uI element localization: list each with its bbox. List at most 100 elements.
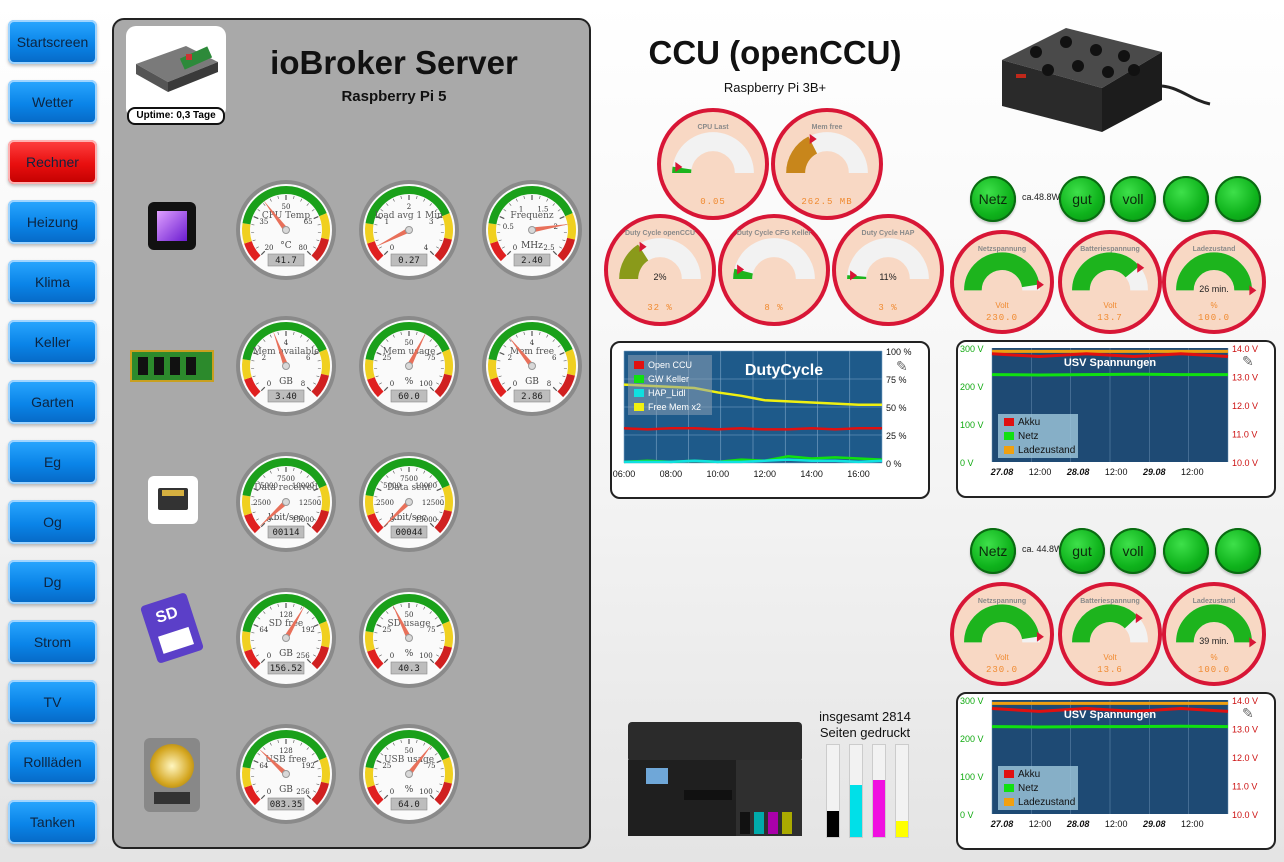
- gauge-needle: [381, 500, 411, 529]
- nav-button-klima[interactable]: Klima: [8, 260, 97, 304]
- series-line-akku: [991, 352, 1229, 359]
- gauge-title: SD usage: [387, 619, 430, 629]
- gauge-tick-label: 2: [508, 354, 512, 362]
- legend-label: Akku: [1018, 417, 1040, 428]
- chart-title: DutyCycle: [745, 362, 823, 379]
- gauge-tick-label: 0: [513, 244, 517, 252]
- ups-indicator-5: [1215, 176, 1261, 222]
- nav-button-tanken[interactable]: Tanken: [8, 800, 97, 844]
- gauge-title: Mem usage: [383, 347, 436, 357]
- gauge-title: CPU Temp: [262, 211, 310, 221]
- gauge-tick-label: 1: [385, 218, 389, 226]
- nav-button-keller[interactable]: Keller: [8, 320, 97, 364]
- nav-button-rechner[interactable]: Rechner: [8, 140, 97, 184]
- gauge-unit: kbit/sec: [268, 513, 304, 523]
- gauge-value: 13.7: [1097, 313, 1123, 324]
- nav-button-tv[interactable]: TV: [8, 680, 97, 724]
- x-tick-label: 12:00: [1029, 467, 1052, 477]
- gauge-tick-label: 25: [382, 762, 391, 770]
- x-tick-label: 28.08: [1066, 467, 1090, 477]
- x-tick-label: 12:00: [1181, 467, 1204, 477]
- y-left-tick-label: 0 V: [960, 810, 974, 820]
- gauge-tick-label: 2: [553, 223, 557, 231]
- gauge-label: Netzspannung: [977, 597, 1027, 605]
- y-tick-label: 50 %: [886, 403, 907, 413]
- nav-button-eg[interactable]: Eg: [8, 440, 97, 484]
- gauge-tick-label: 0: [513, 380, 517, 388]
- gauge-value: 262.5 MB: [801, 197, 853, 208]
- edit-pencil-icon[interactable]: ✎: [1242, 705, 1254, 721]
- legend-label: Open CCU: [648, 360, 692, 370]
- y-left-tick-label: 300 V: [960, 696, 984, 706]
- gauge-title: Data sent: [387, 483, 431, 493]
- y-left-tick-label: 0 V: [960, 458, 974, 468]
- legend-swatch: [1004, 418, 1014, 426]
- x-tick-label: 28.08: [1066, 819, 1090, 829]
- x-tick-label: 16:00: [847, 469, 870, 479]
- gauge-marker: [809, 134, 817, 145]
- gauge-marker: [1036, 631, 1044, 642]
- gauge-tick-label: 5000: [383, 482, 401, 490]
- pages-printed-line2: Seiten gedruckt: [819, 725, 911, 740]
- gauge-tick-label: 7500: [400, 475, 418, 483]
- gauge-value: 0.05: [700, 197, 726, 208]
- gauge-label: Duty Cycle CFG Keller: [736, 230, 812, 238]
- nav-button-wetter[interactable]: Wetter: [8, 80, 97, 124]
- nav-button-strom[interactable]: Strom: [8, 620, 97, 664]
- gauge-tick-label: 128: [279, 747, 292, 755]
- ink-level-fill: [896, 821, 908, 837]
- nav-button-garten[interactable]: Garten: [8, 380, 97, 424]
- edit-pencil-icon[interactable]: ✎: [1242, 353, 1254, 369]
- gauge-tick-label: 10000: [292, 482, 314, 490]
- legend-swatch: [634, 389, 644, 397]
- series-line-netz: [991, 372, 1228, 377]
- edit-pencil-icon[interactable]: ✎: [896, 358, 908, 374]
- legend-swatch: [1004, 432, 1014, 440]
- gauge-tick-label: 100: [419, 652, 432, 660]
- nav-button-rollläden[interactable]: Rollläden: [8, 740, 97, 784]
- ups-indicator-4: [1163, 176, 1209, 222]
- gauge-tick-label: 65: [304, 218, 313, 226]
- network-port-icon: [148, 476, 198, 524]
- gauge-unit: Volt: [1103, 300, 1117, 310]
- gauge-marker: [850, 270, 858, 281]
- legend-label: Netz: [1018, 783, 1039, 794]
- x-tick-label: 12:00: [1029, 819, 1052, 829]
- nav-button-dg[interactable]: Dg: [8, 560, 97, 604]
- gauge-tick-label: 35: [259, 218, 268, 226]
- ink-level-bar: [872, 744, 886, 838]
- gauge-needle: [392, 603, 412, 640]
- x-tick-label: 14:00: [800, 469, 823, 479]
- ink-level-fill: [827, 811, 839, 837]
- gauge-tick-label: 50: [405, 747, 414, 755]
- gauge-tick-label: 8: [301, 380, 305, 388]
- gauge-fill: [1072, 604, 1138, 643]
- nav-button-heizung[interactable]: Heizung: [8, 200, 97, 244]
- gauge-title: USB free: [265, 755, 307, 765]
- gauge-marker: [1036, 279, 1044, 290]
- x-tick-label: 27.08: [990, 819, 1014, 829]
- y-tick-label: 75 %: [886, 375, 907, 385]
- nav-button-og[interactable]: Og: [8, 500, 97, 544]
- gauge-tick-label: 256: [296, 788, 310, 796]
- gauge-tick-label: 0: [390, 788, 394, 796]
- gauge-value: 00044: [395, 528, 422, 538]
- gauge-tick-label: 6: [552, 354, 557, 362]
- gauge-unit: %: [1210, 652, 1218, 662]
- legend-label: GW Keller: [648, 374, 689, 384]
- legend-swatch: [1004, 446, 1014, 454]
- y-right-tick-label: 10.0 V: [1232, 810, 1258, 820]
- gauge-value: 0.27: [398, 256, 420, 266]
- nav-button-startscreen[interactable]: Startscreen: [8, 20, 97, 64]
- gauge-needle: [262, 199, 288, 232]
